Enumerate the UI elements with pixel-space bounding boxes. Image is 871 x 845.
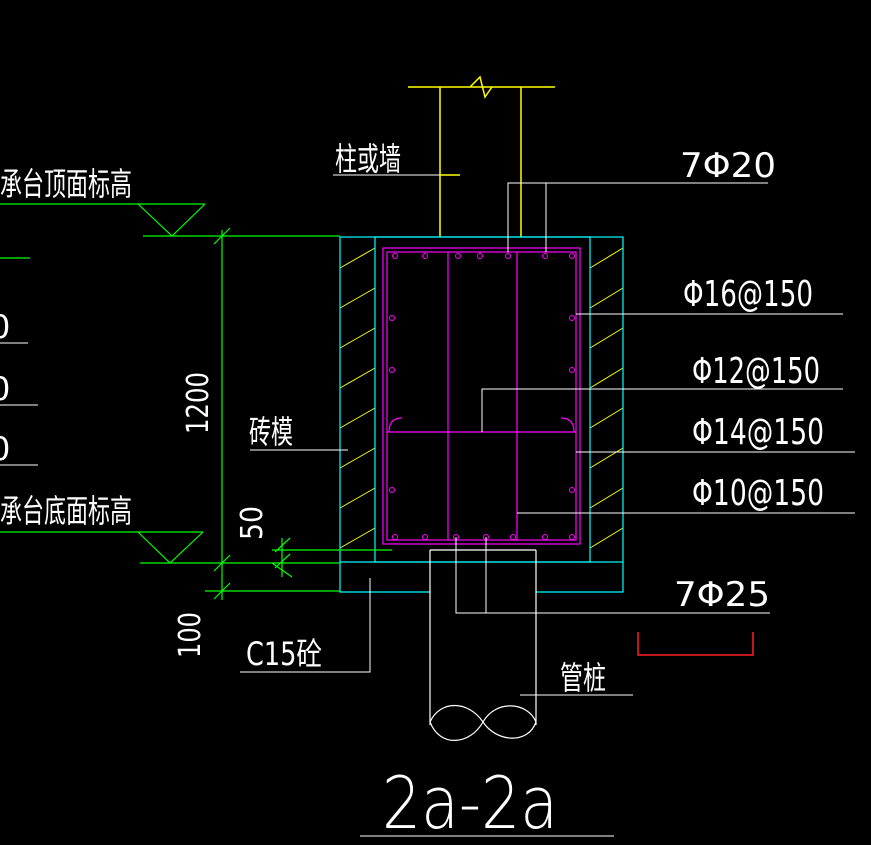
rebar-dots — [389, 253, 575, 540]
label-brick-form: 砖模 — [249, 413, 293, 451]
dimension-cover: 50 — [235, 506, 270, 540]
label-lean-concrete: C15砼 — [246, 635, 322, 673]
top-elevation-symbol — [137, 203, 206, 237]
column-or-wall — [408, 75, 555, 237]
label-pipe-pile: 管桩 — [560, 659, 606, 697]
pile-break-symbol — [429, 705, 537, 741]
label-column-or-wall: 柱或墙 — [335, 140, 401, 178]
left-cut-leaders — [0, 342, 38, 466]
elevation-lines — [0, 203, 392, 600]
tie-hook-right — [560, 417, 575, 433]
label-bottom-bars: 7Φ25 — [674, 575, 770, 615]
dimension-cushion: 100 — [173, 612, 208, 658]
label-stirrup-a: Φ16@150 — [683, 274, 813, 315]
rebar-cage — [382, 247, 581, 545]
left-cut-digit-1: 0 — [0, 308, 10, 346]
red-bracket-mark — [637, 632, 754, 656]
break-symbol — [469, 75, 493, 99]
left-cut-digit-2: 0 — [0, 370, 10, 408]
brick-hatch-right — [589, 247, 624, 549]
section-title: 2a-2a — [382, 761, 558, 845]
label-cap-bottom-elevation: 承台底面标高 — [0, 492, 132, 530]
left-cut-digit-3: 0 — [0, 430, 10, 468]
cap-outline — [339, 236, 624, 593]
leader-lines — [240, 174, 855, 837]
label-stirrup-d: Φ10@150 — [692, 473, 824, 514]
cushion-outline — [339, 562, 430, 593]
label-cap-top-elevation: 承台顶面标高 — [0, 165, 132, 203]
brick-hatch-left — [339, 247, 376, 549]
label-stirrup-b: Φ12@150 — [692, 351, 820, 392]
pipe-pile — [429, 549, 537, 741]
tie-hook-left — [388, 417, 403, 433]
label-stirrup-c: Φ14@150 — [692, 412, 824, 453]
bottom-elevation-symbol — [137, 531, 204, 564]
dimension-cap-height: 1200 — [181, 372, 216, 434]
label-top-bars: 7Φ20 — [680, 146, 776, 186]
